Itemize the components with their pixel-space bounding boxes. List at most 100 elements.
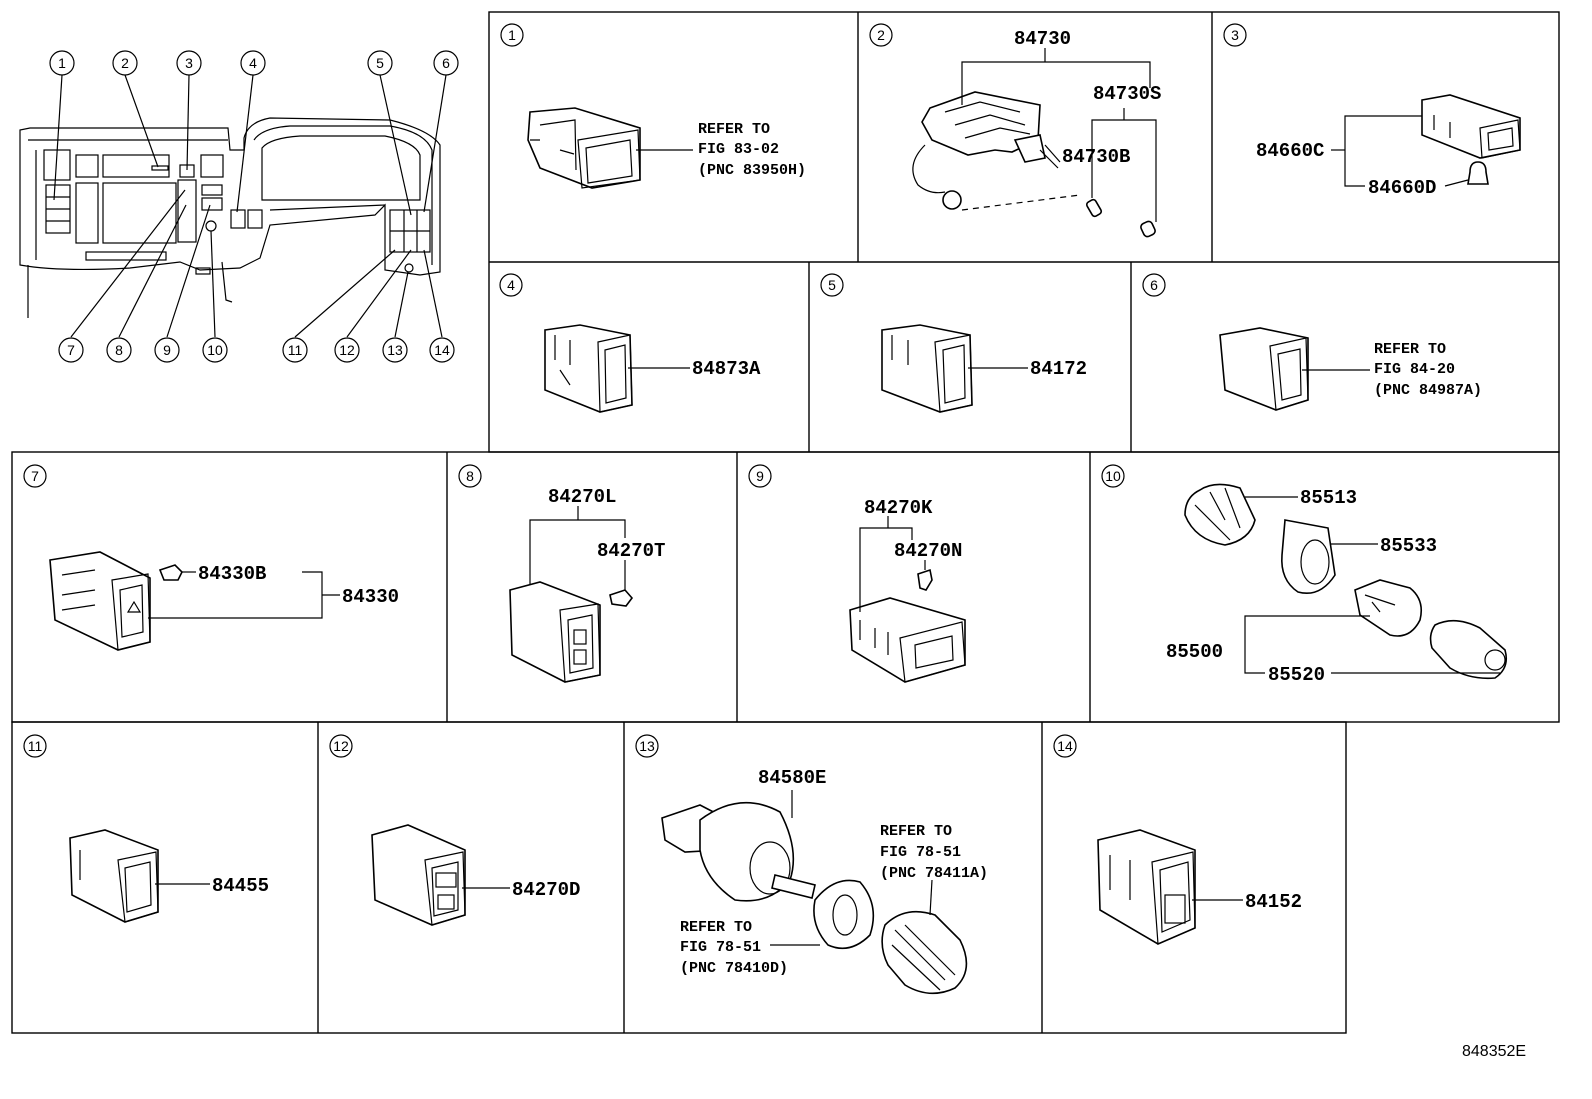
panel-callout-8: 8 xyxy=(458,464,482,488)
refer-line: REFER TO xyxy=(680,919,752,936)
svg-text:3: 3 xyxy=(1231,27,1239,43)
part-number-label: 84270L xyxy=(548,486,616,508)
panel-callout-7: 7 xyxy=(23,464,47,488)
panel-callout-2: 2 xyxy=(869,23,893,47)
panel-grid xyxy=(11,11,1560,1034)
part-number-label: 84873A xyxy=(692,358,761,380)
overview-callout-12: 12 xyxy=(334,337,360,363)
diagram-code: 848352E xyxy=(1462,1043,1526,1060)
svg-text:1: 1 xyxy=(508,27,516,43)
part-number-label: 84730S xyxy=(1093,83,1161,105)
svg-text:14: 14 xyxy=(1057,738,1073,754)
svg-text:10: 10 xyxy=(1105,468,1121,484)
part-number-label: 85500 xyxy=(1166,641,1223,663)
part-number-label: 84152 xyxy=(1245,891,1302,913)
part-illustration-panel-10 xyxy=(1184,483,1508,680)
svg-text:10: 10 xyxy=(207,342,223,358)
part-number-label: 84270D xyxy=(512,879,580,901)
overview-callout-11: 11 xyxy=(282,337,308,363)
svg-text:12: 12 xyxy=(339,342,355,358)
part-number-label: 84660D xyxy=(1368,177,1436,199)
panel-callout-11: 11 xyxy=(23,734,47,758)
panel-callout-5: 5 xyxy=(820,273,844,297)
svg-text:7: 7 xyxy=(67,342,75,358)
overview-callout-1: 1 xyxy=(49,50,75,76)
panel-callout-13: 13 xyxy=(635,734,659,758)
panel-callout-12: 12 xyxy=(329,734,353,758)
svg-text:5: 5 xyxy=(828,277,836,293)
part-number-label: 85520 xyxy=(1268,664,1325,686)
part-illustration-panel-1 xyxy=(527,107,693,189)
overview-callout-4: 4 xyxy=(240,50,266,76)
part-number-label: 84730B xyxy=(1062,146,1130,168)
svg-text:14: 14 xyxy=(434,342,450,358)
svg-text:1: 1 xyxy=(58,55,66,71)
overview-callout-3: 3 xyxy=(176,50,202,76)
part-number-label: 85533 xyxy=(1380,535,1437,557)
part-illustration-panel-4 xyxy=(544,324,690,413)
svg-text:12: 12 xyxy=(333,738,349,754)
part-number-label: 84330B xyxy=(198,563,266,585)
panel-callout-14: 14 xyxy=(1053,734,1077,758)
refer-line: FIG 78-51 xyxy=(680,939,761,956)
svg-text:11: 11 xyxy=(288,342,303,358)
overview-callout-14: 14 xyxy=(429,337,455,363)
part-illustration-panel-11 xyxy=(69,829,210,923)
svg-text:4: 4 xyxy=(507,277,515,293)
refer-line: (PNC 78411A) xyxy=(880,865,988,882)
part-number-label: 84330 xyxy=(342,586,399,608)
part-illustration-panel-13 xyxy=(661,790,968,995)
part-illustration-panel-6 xyxy=(1219,327,1370,411)
part-number-label: 84580E xyxy=(758,767,826,789)
part-illustration-panel-7 xyxy=(49,551,340,651)
part-number-label: 85513 xyxy=(1300,487,1357,509)
panel-callout-10: 10 xyxy=(1101,464,1125,488)
svg-text:3: 3 xyxy=(185,55,193,71)
svg-text:4: 4 xyxy=(249,55,257,71)
svg-text:8: 8 xyxy=(466,468,474,484)
overview-callout-9: 9 xyxy=(154,337,180,363)
overview-callout-5: 5 xyxy=(367,50,393,76)
part-number-label: 84660C xyxy=(1256,140,1324,162)
overview-callout-6: 6 xyxy=(433,50,459,76)
part-illustration-panel-3 xyxy=(1331,94,1521,187)
panel-callout-4: 4 xyxy=(499,273,523,297)
svg-text:2: 2 xyxy=(877,27,885,43)
svg-text:7: 7 xyxy=(31,468,39,484)
svg-text:9: 9 xyxy=(163,342,171,358)
overview-callout-13: 13 xyxy=(382,337,408,363)
refer-line: REFER TO xyxy=(880,823,952,840)
refer-line: (PNC 78410D) xyxy=(680,960,788,977)
part-number-label: 84270N xyxy=(894,540,962,562)
svg-text:13: 13 xyxy=(387,342,403,358)
panel-labels: REFER TO FIG 83-02 (PNC 83950H) 84730 84… xyxy=(198,28,1482,977)
overview-callout-10: 10 xyxy=(202,337,228,363)
panel-callout-3: 3 xyxy=(1223,23,1247,47)
part-number-label: 84455 xyxy=(212,875,269,897)
overview-callout-2: 2 xyxy=(112,50,138,76)
part-illustration-panel-5 xyxy=(881,324,1028,413)
panel-callout-1: 1 xyxy=(500,23,524,47)
refer-line: REFER TO xyxy=(1374,341,1446,358)
svg-text:8: 8 xyxy=(115,342,123,358)
overview-callout-8: 8 xyxy=(106,337,132,363)
refer-line: REFER TO xyxy=(698,121,770,138)
dashboard-overview xyxy=(19,74,447,338)
part-illustration-panel-14 xyxy=(1097,829,1243,945)
svg-text:9: 9 xyxy=(756,468,764,484)
svg-text:11: 11 xyxy=(28,738,43,754)
part-illustration-panel-9 xyxy=(849,516,966,683)
svg-text:13: 13 xyxy=(639,738,655,754)
svg-text:2: 2 xyxy=(121,55,129,71)
overview-callout-7: 7 xyxy=(58,337,84,363)
refer-line: FIG 84-20 xyxy=(1374,361,1455,378)
part-number-label: 84172 xyxy=(1030,358,1087,380)
part-illustration-panel-8 xyxy=(509,506,634,683)
refer-line: FIG 83-02 xyxy=(698,141,779,158)
refer-line: (PNC 84987A) xyxy=(1374,382,1482,399)
svg-text:6: 6 xyxy=(442,55,450,71)
refer-line: FIG 78-51 xyxy=(880,844,961,861)
